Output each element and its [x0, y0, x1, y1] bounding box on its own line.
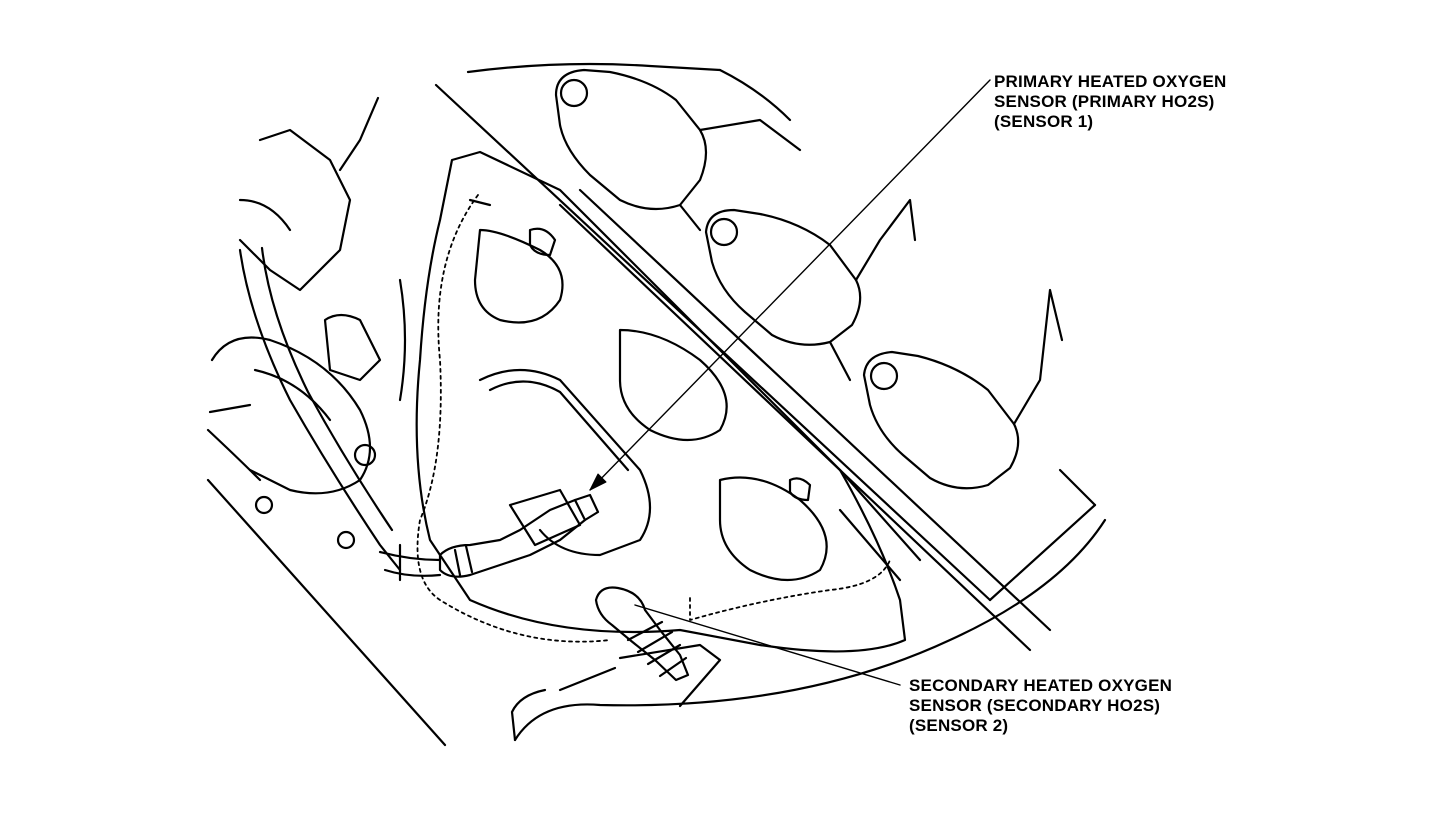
primary-ho2s-callout: PRIMARY HEATED OXYGEN SENSOR (PRIMARY HO… — [994, 72, 1226, 132]
secondary-callout-line-3: (SENSOR 2) — [909, 716, 1009, 735]
primary-callout-line-2: SENSOR (PRIMARY HO2S) — [994, 92, 1215, 111]
secondary-ho2s-callout: SECONDARY HEATED OXYGEN SENSOR (SECONDAR… — [909, 676, 1172, 736]
secondary-leader-line — [634, 604, 901, 686]
primary-callout-line-1: PRIMARY HEATED OXYGEN — [994, 72, 1227, 91]
ignition-coil-3 — [862, 288, 1064, 490]
secondary-callout-line-2: SENSOR (SECONDARY HO2S) — [909, 696, 1161, 715]
left-frame — [206, 403, 447, 747]
secondary-ho2s-sensor — [558, 586, 722, 708]
view-boundary-arc — [510, 518, 1107, 742]
ignition-coil-1 — [554, 68, 802, 232]
primary-leader-arrowhead — [589, 473, 607, 491]
primary-ho2s-sensor — [378, 488, 600, 582]
primary-callout-line-3: (SENSOR 1) — [994, 112, 1094, 131]
exhaust-manifold — [415, 150, 922, 653]
gasket-dotted-outline — [416, 194, 891, 643]
left-components — [210, 96, 407, 572]
secondary-callout-line-1: SECONDARY HEATED OXYGEN — [909, 676, 1173, 695]
leader-lines — [589, 79, 991, 686]
primary-leader-line — [589, 79, 991, 491]
cylinder-head-outline — [434, 62, 1097, 652]
ignition-coil-2 — [704, 198, 917, 382]
